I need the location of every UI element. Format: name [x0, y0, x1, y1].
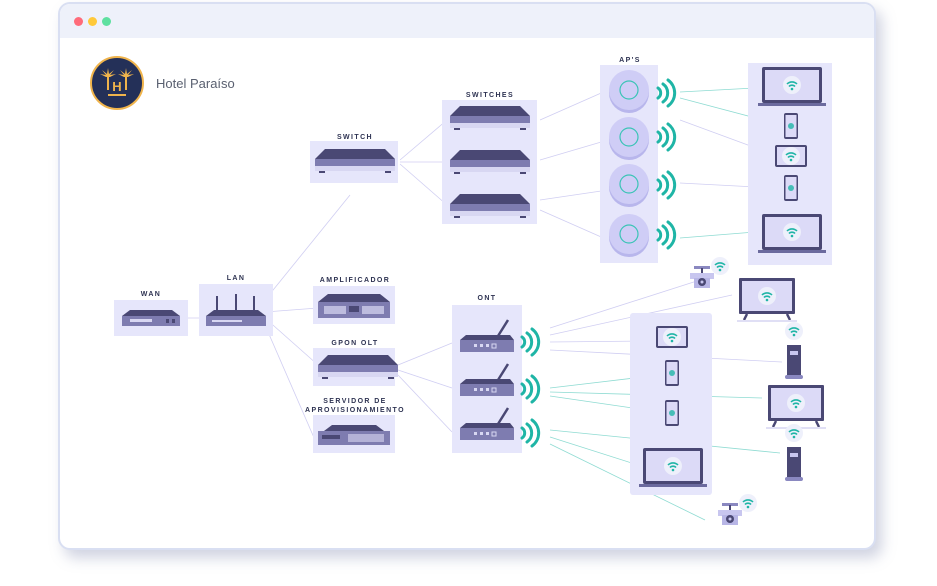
- gpon-olt-label: GPON OLT: [331, 340, 378, 347]
- camera-icon: [718, 494, 757, 525]
- tablet-icon: [656, 326, 688, 348]
- wifi-signal-icon: [520, 327, 541, 357]
- title-bar: [60, 4, 874, 38]
- close-button[interactable]: [74, 17, 83, 26]
- ont-router-icon: [460, 319, 514, 352]
- lan-node[interactable]: LAN: [199, 275, 273, 336]
- router-icon: [206, 294, 266, 326]
- laptop-icon: [758, 67, 826, 106]
- ont-label: ONT: [478, 295, 497, 302]
- access-point-icon: [609, 164, 649, 207]
- app-window: H Hotel Paraíso: [58, 2, 876, 550]
- servidor-label-line2: APROVISIONAMIENTO: [305, 407, 405, 414]
- wifi-signal-icon: [520, 374, 541, 404]
- servidor-label-line1: SERVIDOR DE: [323, 398, 387, 405]
- ont-clients: [630, 313, 712, 495]
- set-top-box-icon: [785, 322, 803, 379]
- switch-icon: [450, 106, 530, 130]
- wifi-signal-icon: [520, 418, 541, 448]
- wired-links: [187, 89, 783, 441]
- laptop-icon: [758, 214, 826, 253]
- switch-label: SWITCH: [337, 134, 373, 141]
- tv-icon: [766, 385, 826, 429]
- aps-node[interactable]: AP'S: [600, 57, 677, 263]
- switch-icon: [315, 149, 395, 173]
- svg-text:H: H: [112, 79, 121, 94]
- server-icon: [318, 425, 390, 445]
- servidor-node[interactable]: SERVIDOR DE APROVISIONAMIENTO: [305, 398, 405, 453]
- phone-icon: [665, 360, 679, 386]
- access-point-icon: [609, 70, 649, 113]
- phone-icon: [784, 113, 798, 139]
- switch-node[interactable]: SWITCH: [310, 134, 398, 183]
- phone-icon: [784, 175, 798, 201]
- minimize-button[interactable]: [88, 17, 97, 26]
- wifi-signal-icon: [656, 78, 677, 108]
- modem-icon: [122, 310, 180, 326]
- wifi-signal-icon: [656, 170, 677, 200]
- access-point-icon: [609, 214, 649, 257]
- amplificador-node[interactable]: AMPLIFICADOR: [313, 277, 395, 324]
- switch-icon: [450, 150, 530, 174]
- tv-icon: [737, 278, 797, 322]
- gpon-olt-node[interactable]: GPON OLT: [313, 340, 398, 386]
- ont-router-icon: [460, 363, 514, 396]
- wan-label: WAN: [141, 291, 162, 298]
- maximize-button[interactable]: [102, 17, 111, 26]
- ap-clients: [748, 63, 832, 265]
- aps-label: AP'S: [619, 57, 641, 64]
- phone-icon: [665, 400, 679, 426]
- palm-trees-logo-icon: H: [90, 56, 144, 110]
- ont-router-icon: [460, 407, 514, 440]
- switches-node[interactable]: SWITCHES: [442, 92, 537, 224]
- hotel-name: Hotel Paraíso: [156, 75, 235, 91]
- set-top-box-icon: [785, 424, 803, 481]
- lan-label: LAN: [227, 275, 246, 282]
- camera-icon: [690, 257, 729, 288]
- brand: H Hotel Paraíso: [90, 56, 235, 110]
- tablet-icon: [775, 145, 807, 167]
- access-point-icon: [609, 117, 649, 160]
- amplificador-label: AMPLIFICADOR: [320, 277, 390, 284]
- laptop-icon: [639, 448, 707, 487]
- ont-node[interactable]: ONT: [452, 295, 541, 453]
- wifi-signal-icon: [656, 220, 677, 250]
- wan-node[interactable]: WAN: [114, 291, 188, 336]
- switch-icon: [450, 194, 530, 218]
- olt-icon: [318, 355, 398, 379]
- wifi-signal-icon: [656, 122, 677, 152]
- switches-label: SWITCHES: [466, 92, 514, 99]
- amplifier-icon: [318, 294, 390, 318]
